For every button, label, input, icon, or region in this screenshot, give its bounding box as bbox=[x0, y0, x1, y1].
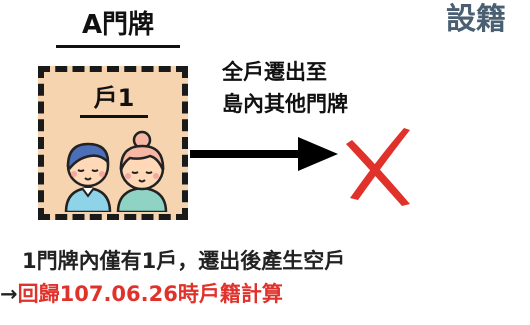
caption-note: →回歸107.06.26時戶籍計算 bbox=[0, 279, 283, 309]
plate-label-underline bbox=[56, 45, 180, 48]
caption-main: 1門牌內僅有1戶，遷出後產生空戶 bbox=[22, 249, 346, 273]
family-couple-icon bbox=[64, 130, 168, 212]
household-label-underline bbox=[80, 115, 148, 118]
header-title-fragment: 設籍 bbox=[446, 2, 506, 37]
caption-arrow-prefix: → bbox=[0, 282, 18, 306]
man-figure bbox=[64, 142, 112, 212]
plate-label: A門牌 bbox=[81, 10, 155, 40]
red-x-icon bbox=[346, 128, 410, 206]
move-out-description: 全戶遷出至 島內其他門牌 bbox=[222, 56, 348, 120]
caption-note-text: 回歸107.06.26時戶籍計算 bbox=[17, 282, 283, 306]
household-box bbox=[38, 66, 188, 220]
move-out-line-1: 全戶遷出至 bbox=[222, 60, 327, 84]
move-out-line-2: 島內其他門牌 bbox=[222, 92, 348, 116]
household-label: 戶1 bbox=[93, 84, 135, 112]
right-arrow-icon bbox=[190, 137, 338, 171]
woman-figure bbox=[116, 130, 168, 212]
